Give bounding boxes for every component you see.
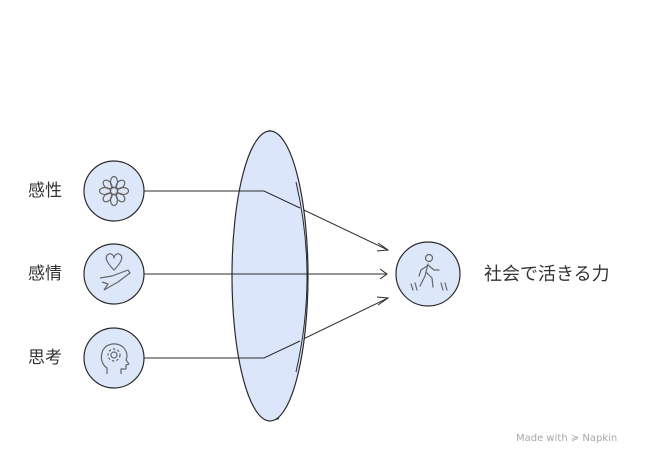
input-node-shiko bbox=[83, 327, 145, 389]
input-label-kanjo: 感情 bbox=[28, 264, 62, 284]
input-node-kanjo bbox=[83, 243, 145, 305]
lens-rim-inner bbox=[295, 181, 308, 373]
connector-shiko-over bbox=[232, 340, 301, 359]
arrowhead-shiko bbox=[376, 296, 390, 306]
lens-shape bbox=[144, 129, 386, 422]
input-node-kansei bbox=[83, 160, 145, 222]
heart-hand-icon bbox=[99, 253, 131, 291]
connector-kansei-over bbox=[232, 190, 301, 209]
input-label-shiko: 思考 bbox=[28, 348, 62, 368]
output-node bbox=[395, 241, 461, 307]
lens-face bbox=[231, 130, 309, 422]
arrowhead-kansei bbox=[376, 242, 390, 252]
head-gear-icon bbox=[100, 343, 130, 374]
output-label: 社会で活きる力 bbox=[484, 264, 610, 285]
arrowhead-kanjo bbox=[379, 268, 388, 280]
walking-person-icon bbox=[410, 253, 448, 291]
napkin-watermark: Made with ≽ Napkin bbox=[516, 433, 618, 444]
flower-icon bbox=[98, 175, 130, 207]
input-label-kansei: 感性 bbox=[28, 181, 62, 201]
